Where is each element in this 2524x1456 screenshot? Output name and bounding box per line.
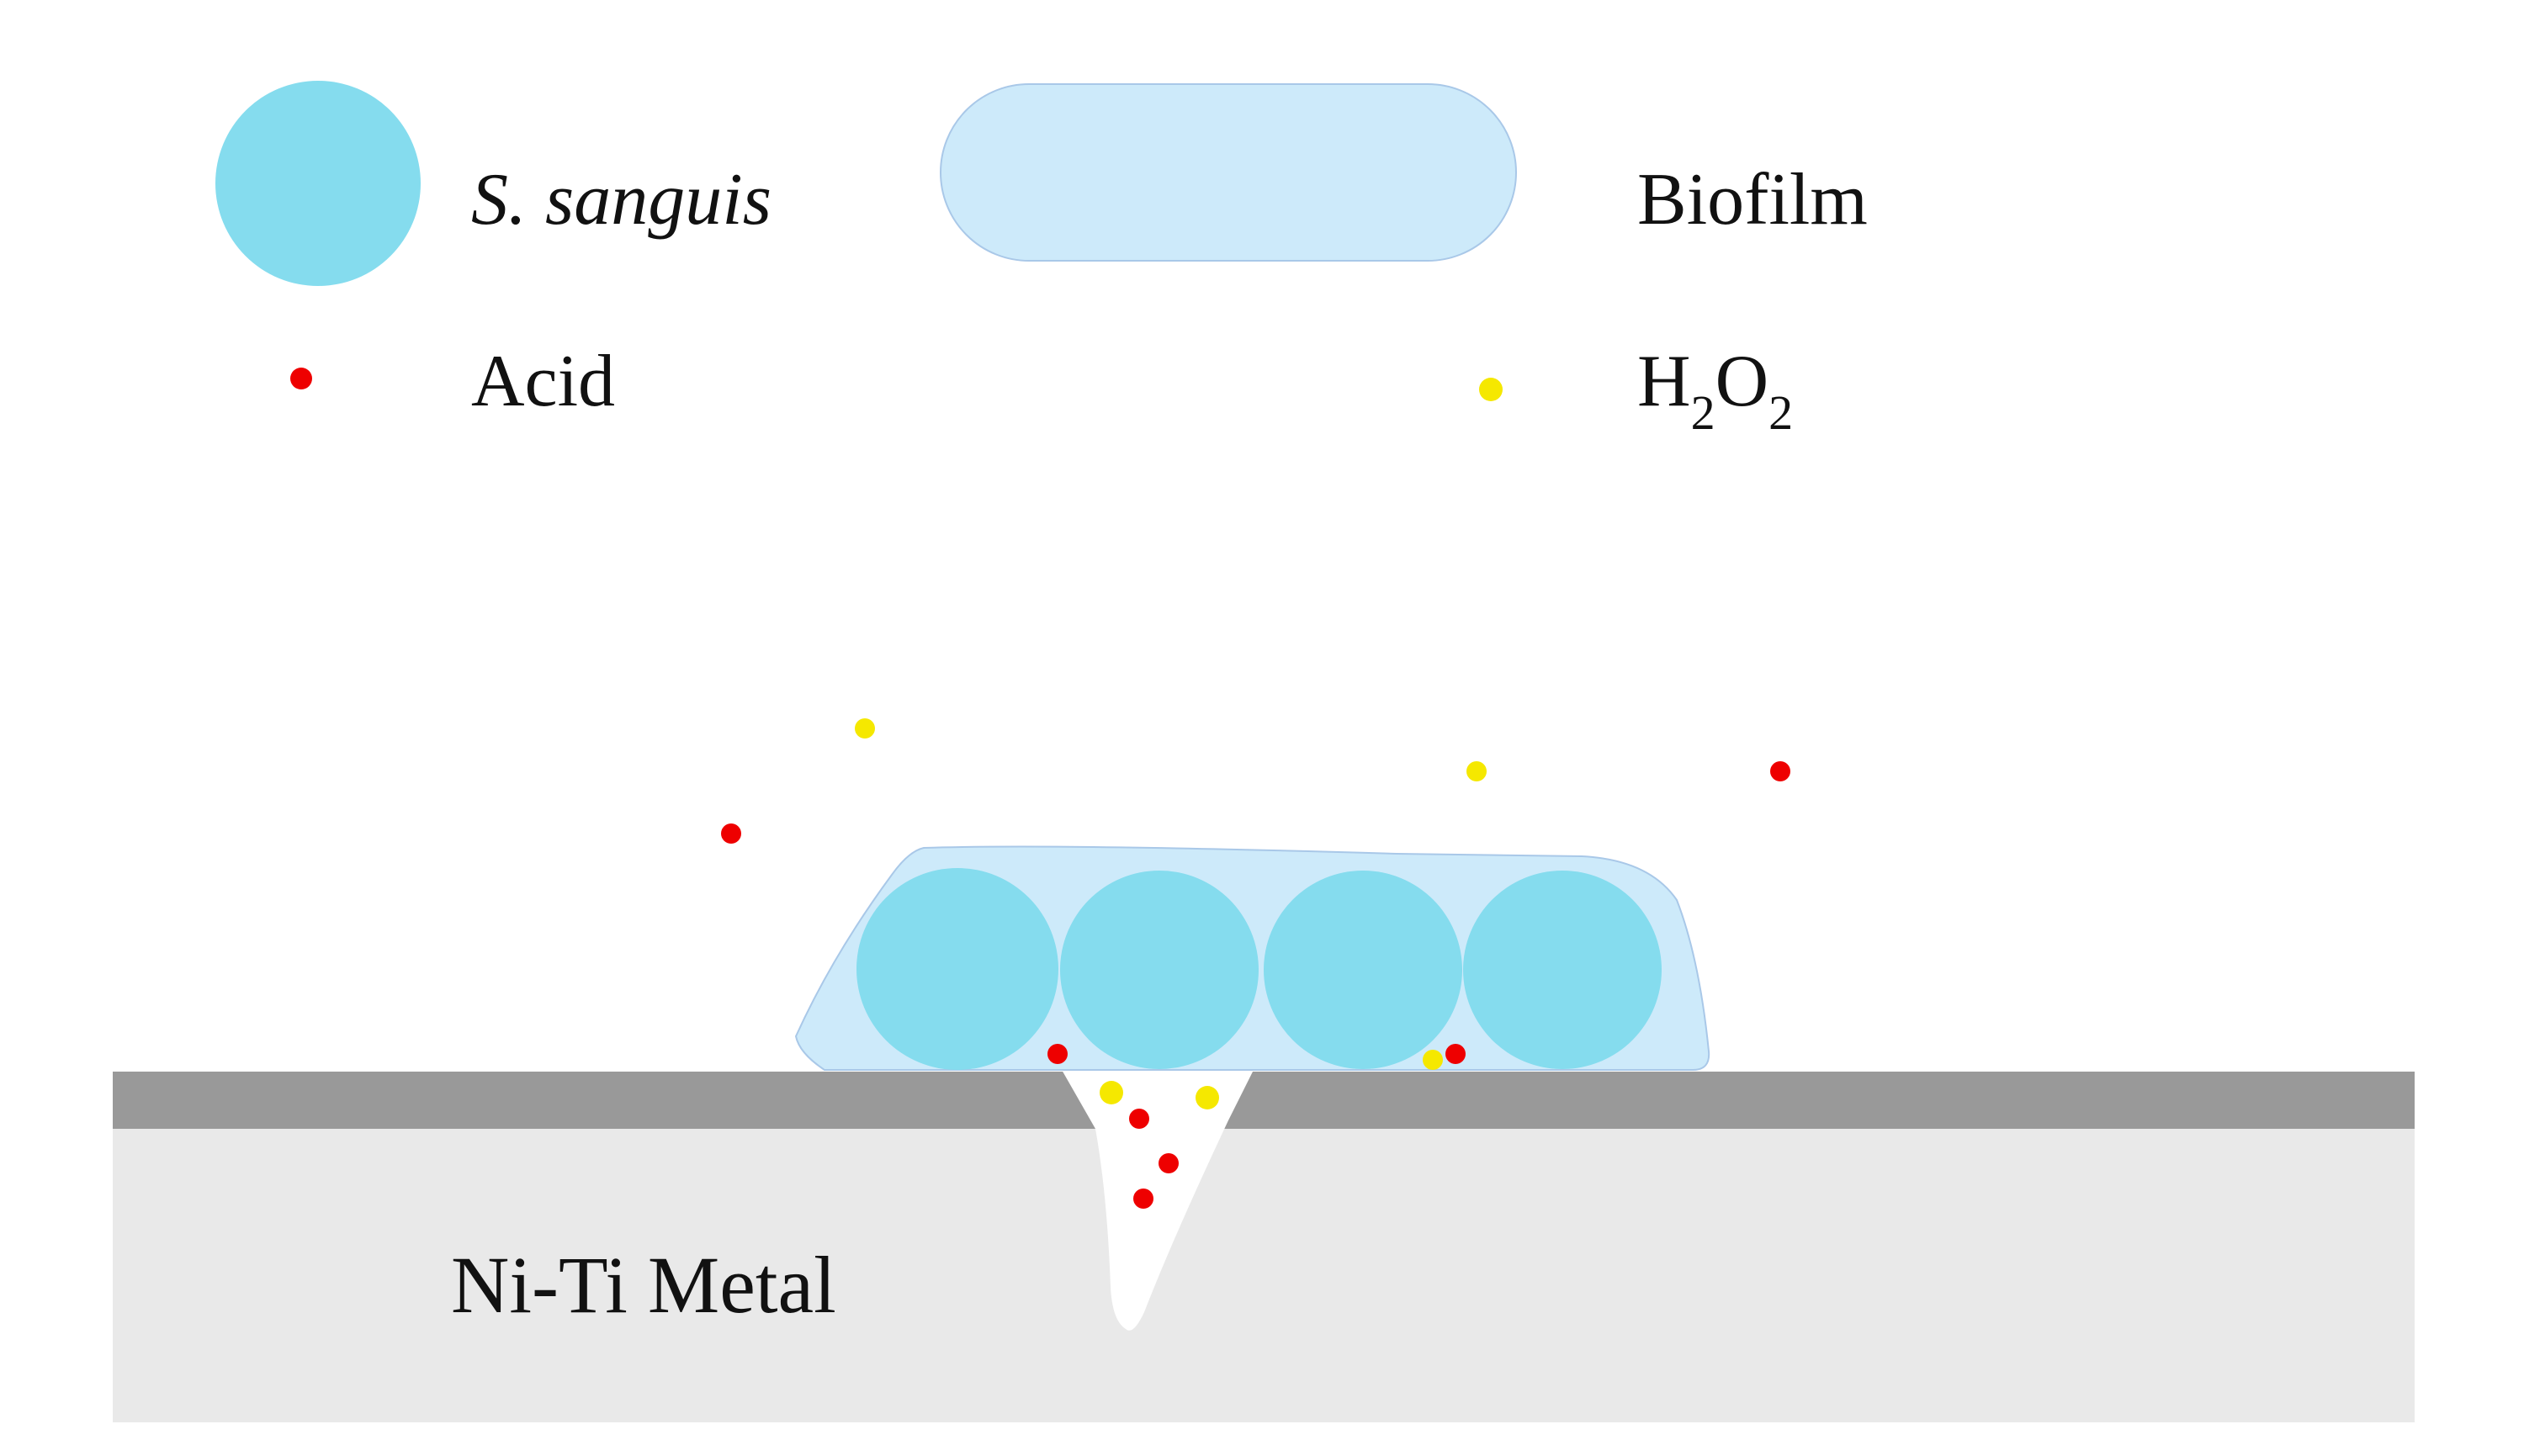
legend-acid-label: Acid: [471, 341, 615, 422]
bacterium-cell: [1264, 871, 1462, 1069]
acid-particle: [1770, 761, 1790, 781]
legend-bacteria-label: S. sanguis: [471, 159, 772, 241]
h2o2-particle: [1466, 761, 1487, 781]
metal-label: Ni-Ti Metal: [451, 1240, 836, 1330]
acid-particle: [1129, 1109, 1149, 1129]
legend-biofilm: Biofilm: [940, 83, 1868, 262]
legend-acid-swatch: [290, 368, 312, 389]
legend-bacteria-swatch: [215, 81, 421, 286]
oxide-surface-layer: [113, 1072, 2415, 1129]
legend-h2o2-label: H2O2: [1637, 341, 1793, 440]
bacterium-cell: [856, 868, 1058, 1070]
bacterium-cell: [1060, 871, 1259, 1069]
acid-particle: [1445, 1044, 1466, 1064]
acid-particle: [721, 823, 741, 844]
h2o2-particle: [1196, 1086, 1219, 1109]
h2o2-sub-2: 2: [1768, 385, 1793, 440]
h2o2-h: H: [1637, 341, 1691, 422]
acid-particle: [1047, 1044, 1068, 1064]
legend-h2o2-swatch: [1479, 378, 1503, 401]
h2o2-particle: [1423, 1050, 1443, 1070]
acid-particle: [1159, 1153, 1179, 1173]
niti-metal-substrate: [113, 1127, 2415, 1422]
legend-bacteria: S. sanguis: [215, 81, 772, 286]
h2o2-particle: [855, 718, 875, 739]
acid-particle: [1133, 1189, 1153, 1209]
bacterium-cell: [1463, 871, 1662, 1069]
h2o2-o: O: [1715, 341, 1769, 422]
h2o2-sub-1: 2: [1691, 385, 1715, 440]
legend-h2o2: H2O2: [1479, 341, 1793, 440]
legend-biofilm-label: Biofilm: [1637, 159, 1868, 241]
corrosion-pit: [1062, 1070, 1254, 1331]
h2o2-particle: [1100, 1081, 1123, 1104]
legend-biofilm-swatch: [940, 83, 1517, 262]
legend-acid: Acid: [290, 341, 615, 422]
